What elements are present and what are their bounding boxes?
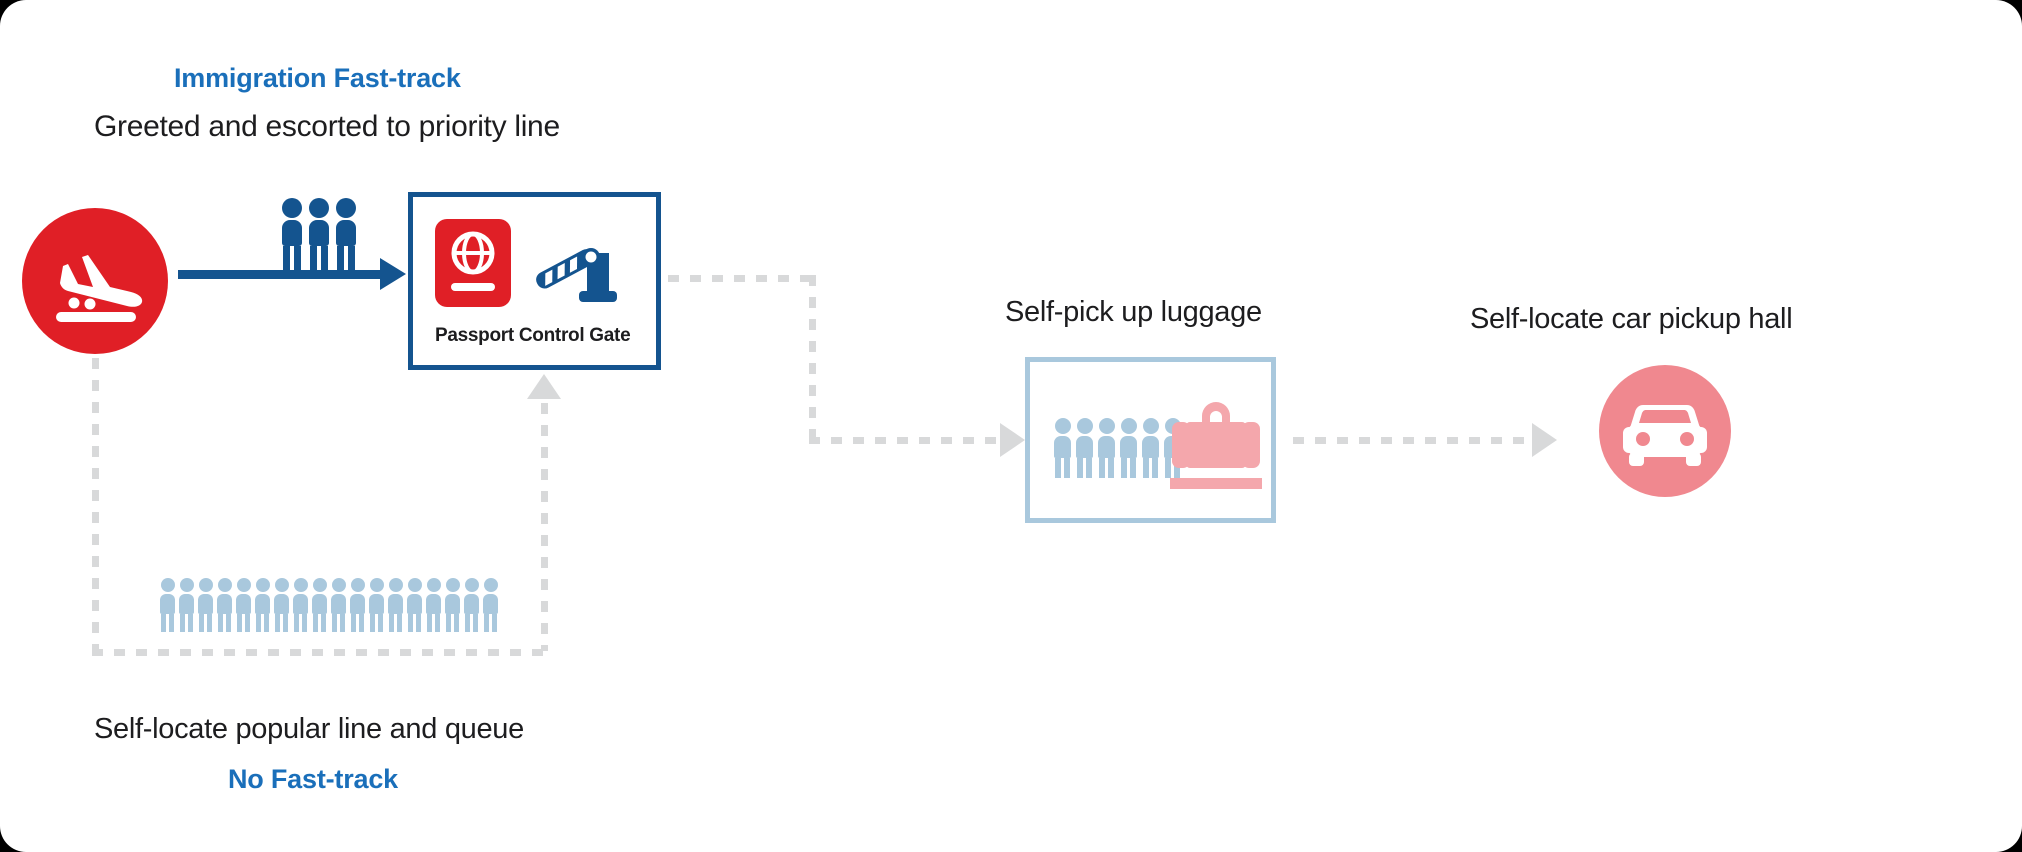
fasttrack-arrow-line [178,270,383,279]
person-figure [464,578,479,632]
person-figure [350,578,365,632]
person-figure [1142,418,1159,478]
person-figure [445,578,460,632]
person-figure [282,198,302,272]
person-figure [236,578,251,632]
person-figure [483,578,498,632]
three-people-icon [282,198,356,272]
person-figure [388,578,403,632]
person-figure [336,198,356,272]
person-figure [312,578,327,632]
person-figure [369,578,384,632]
label-no-fasttrack: No Fast-track [228,764,398,794]
dashed-segment-plane-down [92,358,99,656]
person-figure [255,578,270,632]
luggage-claim-box[interactable] [1025,357,1276,523]
person-figure [160,578,175,632]
person-figure [1054,418,1071,478]
suitcase-icon [1170,402,1262,489]
passport-control-gate-box[interactable]: Passport Control Gate [408,192,661,370]
person-figure [1120,418,1137,478]
dashed-segment-to-luggage [809,437,1006,444]
dashed-segment-bottom [92,649,548,656]
person-figure [1076,418,1093,478]
title-immigration-fasttrack: Immigration Fast-track [174,63,461,93]
car-pickup-badge [1599,365,1731,497]
dashed-segment-gate-right [668,275,816,282]
person-figure [1098,418,1115,478]
person-figure [309,198,329,272]
car-front-icon [1623,405,1707,466]
dashed-segment-to-car [1293,437,1536,444]
person-figure [331,578,346,632]
label-self-locate-popular-line: Self-locate popular line and queue [94,713,524,745]
label-self-pick-up-luggage: Self-pick up luggage [1005,296,1262,328]
dashed-arrowhead-luggage [1000,423,1025,457]
airplane-landing-icon [56,255,143,322]
airplane-landing-badge [22,208,168,354]
passport-control-gate-caption: Passport Control Gate [435,325,631,346]
person-figure [293,578,308,632]
dashed-arrowhead-gate [527,374,561,399]
person-figure [179,578,194,632]
people-queue-icon [160,578,498,632]
person-figure [217,578,232,632]
person-figure [274,578,289,632]
dashed-segment-down [809,275,816,444]
barrier-gate-icon [536,248,617,302]
fasttrack-arrow-head [380,258,406,290]
person-figure [198,578,213,632]
person-figure [407,578,422,632]
passport-book-icon [435,219,511,307]
subtitle-greeted-escorted: Greeted and escorted to priority line [94,110,560,143]
dashed-arrowhead-car [1532,423,1557,457]
people-group-icon [1054,418,1181,478]
label-self-locate-car-pickup-hall: Self-locate car pickup hall [1470,303,1793,335]
dashed-segment-queue-up [541,403,548,651]
person-figure [426,578,441,632]
